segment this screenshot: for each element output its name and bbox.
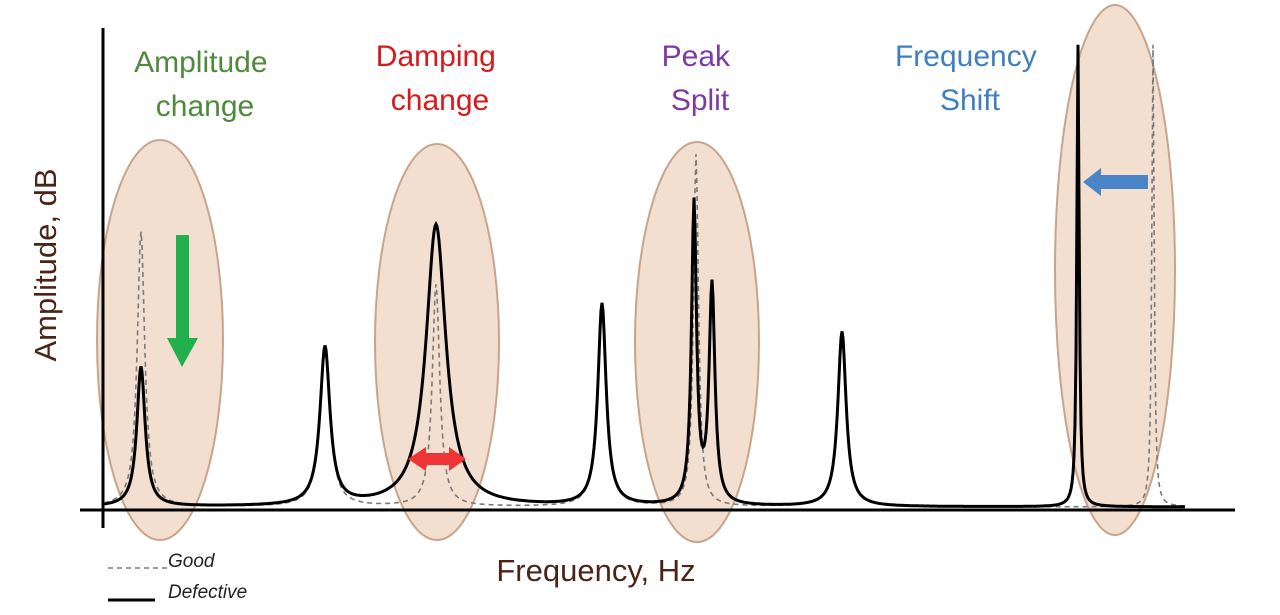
damping-width-arrow — [408, 447, 466, 471]
legend-good-label: Good — [168, 551, 216, 572]
legend: Good Defective — [108, 551, 247, 603]
amplitude-change-highlight — [96, 139, 224, 541]
x-axis-label: Frequency, Hz — [496, 553, 695, 588]
damping-change-label: Damping change — [376, 40, 504, 117]
amplitude-change-label: Amplitude change — [134, 46, 276, 123]
peak-split-label: Peak Split — [662, 40, 739, 117]
frequency-shift-arrow — [1083, 168, 1148, 196]
amplitude-decrease-arrow — [167, 235, 198, 367]
y-axis-label: Amplitude, dB — [28, 169, 63, 362]
legend-defective-label: Defective — [168, 582, 247, 603]
defective-response-curve — [103, 44, 1185, 509]
damping-change-highlight — [374, 143, 500, 541]
frequency-shift-label: Frequency Shift — [895, 40, 1045, 117]
frequency-shift-highlight — [1054, 4, 1176, 536]
